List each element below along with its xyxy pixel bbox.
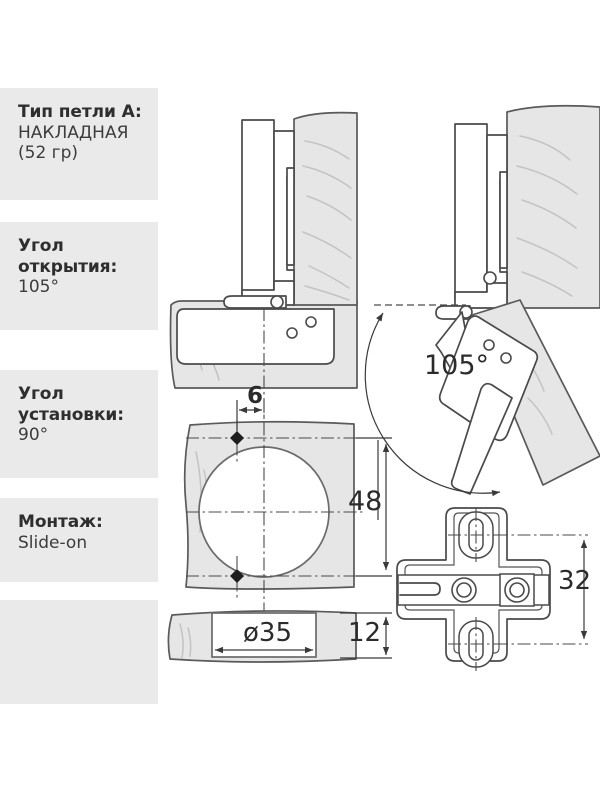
angle-arc-105 <box>364 312 501 497</box>
cup-screw-hole-1-open <box>483 339 495 351</box>
dim-label-edge-distance: 6 <box>247 383 264 409</box>
plate-screw-hole-1-closed <box>305 316 317 328</box>
pivot-hole-lower-open <box>459 305 473 319</box>
spec-title-opening-angle: Угол открытия: <box>18 236 118 277</box>
hinge-cup-neck-closed <box>273 130 295 295</box>
hinge-cup-neck-open <box>486 134 508 297</box>
view-open-hinge-105 <box>364 104 600 520</box>
door-board-front <box>183 420 355 590</box>
mounting-plate-inner-outline <box>404 512 543 654</box>
spec-block-opening-angle: Угол открытия: 105° <box>0 222 158 330</box>
spec-value-mounting: Slide-on <box>18 532 88 553</box>
hinge-knuckle-closed <box>241 280 295 306</box>
plate-screw-hole-round <box>451 577 477 603</box>
plate-screw-hole-round-inner <box>456 582 472 598</box>
mounting-plate-outline <box>396 507 551 662</box>
dim-label-hole-spacing: 48 <box>348 486 383 517</box>
spec-value-opening-angle: 105° <box>18 277 59 298</box>
hinge-arm-body-open <box>454 123 488 301</box>
hinge-pivot-boss-closed <box>223 295 287 309</box>
cup-bore-circle-35mm <box>198 446 330 578</box>
plate-oblong-slot-upper <box>468 518 484 552</box>
spec-block-mounting: Монтаж: Slide-on <box>0 498 158 582</box>
plate-screw-hole-right <box>504 577 530 603</box>
spec-title-hinge-type: Тип петли A: <box>18 102 142 122</box>
spec-title-mounting: Монтаж: <box>18 512 103 532</box>
plate-screw-hole-right-inner <box>509 582 525 598</box>
mounting-plate-closed <box>176 308 335 365</box>
cabinet-side-panel-closed <box>169 300 358 389</box>
spec-block-installation-angle: Угол установки: 90° <box>0 370 158 478</box>
plate-central-band <box>397 574 550 606</box>
view-closed-hinge <box>169 111 358 420</box>
spec-block-hinge-type: Тип петли A: НАКЛАДНАЯ (52 гр) <box>0 88 158 200</box>
screw-hole-marker-upper <box>230 431 244 445</box>
hinge-pivot-boss-open <box>435 305 471 320</box>
dim-label-open-angle: 105° <box>424 350 490 381</box>
plate-oblong-slot-lower <box>468 627 484 661</box>
hinge-cup-slot-closed <box>286 167 295 266</box>
hinge-cup-lip-open <box>450 382 513 495</box>
dim-label-cup-depth: 12 <box>348 618 382 648</box>
dim-label-cup-diameter: ø35 <box>243 618 292 648</box>
dim-label-plate-height: 32 <box>558 566 592 596</box>
hinge-cup-slot-open <box>499 171 508 269</box>
hinge-arm-body-closed <box>241 119 275 299</box>
plate-screw-seat-square <box>499 573 535 607</box>
pivot-hole-upper-open <box>483 271 497 285</box>
cup-screw-hole-2-open <box>500 352 512 364</box>
cabinet-side-panel-open <box>506 104 600 309</box>
plate-screw-hole-2-closed <box>286 327 298 339</box>
pivot-hole-closed <box>270 295 284 309</box>
plate-cam-slot-left <box>399 582 441 596</box>
plate-oblong-seat-upper <box>458 511 494 559</box>
spec-value-installation-angle: 90° <box>18 425 49 446</box>
door-panel-closed <box>293 111 358 306</box>
door-panel-open-105 <box>471 299 600 486</box>
hinge-knuckle-open <box>454 282 508 309</box>
spec-value-hinge-type: НАКЛАДНАЯ (52 гр) <box>18 122 129 164</box>
spec-block-empty <box>0 600 158 704</box>
screw-hole-marker-lower <box>230 569 244 583</box>
plate-oblong-seat-lower <box>458 620 494 668</box>
spec-title-installation-angle: Угол установки: <box>18 384 124 425</box>
